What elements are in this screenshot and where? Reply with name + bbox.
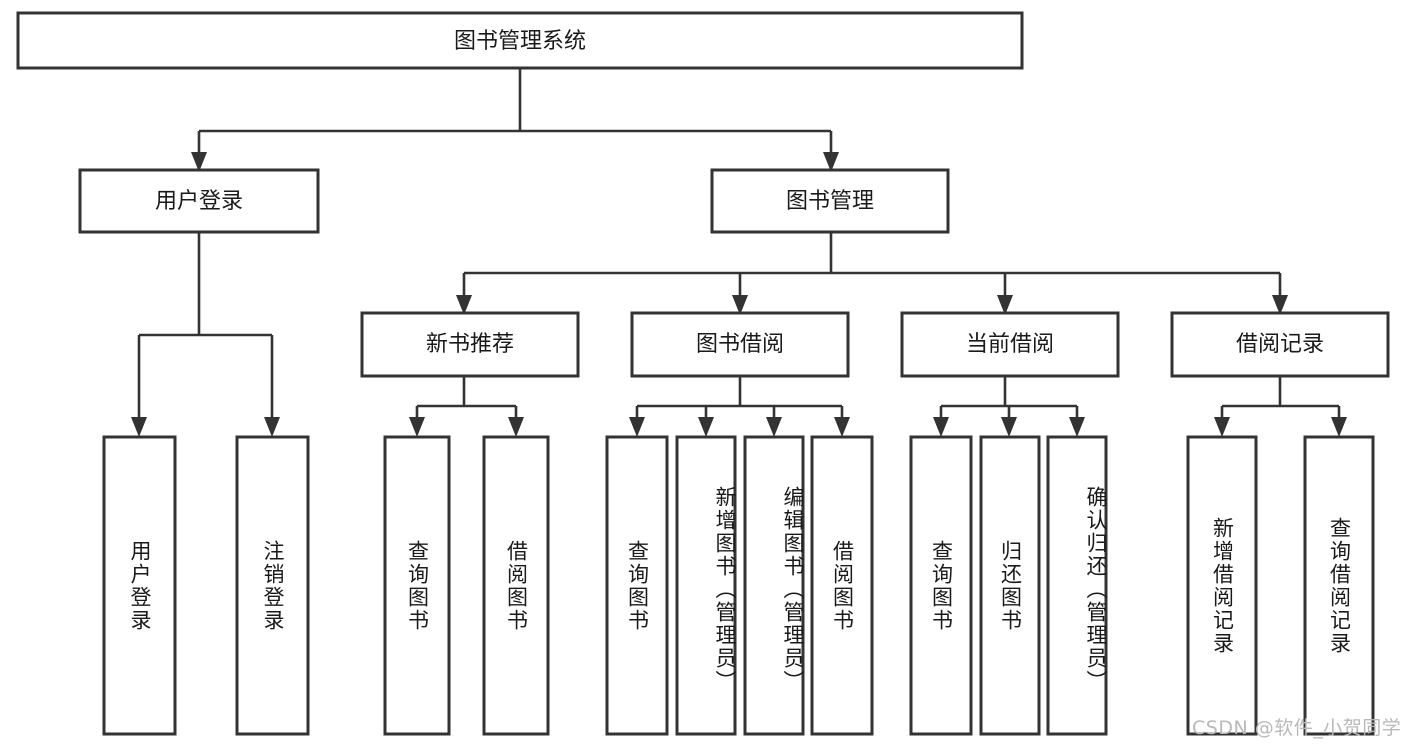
node-borrow-record-box[interactable] <box>1170 311 1390 378</box>
arrow-head-bookborrow-leaf-2 <box>698 417 714 437</box>
node-user-login-box[interactable] <box>78 168 320 234</box>
arrow-head-borrow-record <box>1272 295 1288 315</box>
arrow-head-bookborrow-leaf-3 <box>766 417 782 437</box>
leaf-box-new-book-2[interactable] <box>482 435 550 736</box>
connector-group-borrow-record <box>1214 376 1347 437</box>
leaf-box-book-borrow-3[interactable] <box>743 435 805 736</box>
node-book-borrow-box[interactable] <box>630 311 850 378</box>
arrow-head-newbook-leaf-1 <box>409 417 425 437</box>
node-book-manage-box[interactable] <box>710 168 950 234</box>
connector-group-current-borrow <box>933 376 1085 437</box>
connector-group-root <box>191 68 839 172</box>
arrow-head-user-login <box>191 152 207 172</box>
leaf-box-new-book-1[interactable] <box>383 435 451 736</box>
csdn-watermark: CSDN @软件_小贺同学 <box>1192 717 1402 739</box>
leaf-box-book-borrow-1[interactable] <box>605 435 669 736</box>
leaf-box-current-borrow-3[interactable] <box>1046 435 1108 736</box>
arrow-head-borrowrecord-leaf-2 <box>1331 417 1347 437</box>
node-book-borrow-label: 图书借阅 <box>696 332 784 357</box>
arrow-head-book-manage <box>823 152 839 172</box>
node-user-login-label: 用户登录 <box>155 189 243 214</box>
arrow-head-currentborrow-leaf-1 <box>933 417 949 437</box>
leaf-box-book-borrow-4[interactable] <box>810 435 874 736</box>
connector-group-book-manage <box>456 232 1288 315</box>
node-root-box[interactable] <box>16 11 1024 70</box>
arrow-head-book-borrow <box>732 295 748 315</box>
arrow-head-leaf-logout <box>264 417 280 437</box>
leaf-box-user-login-2[interactable] <box>235 435 310 736</box>
arrow-head-leaf-user-login <box>131 417 147 437</box>
arrow-head-currentborrow-leaf-3 <box>1069 417 1085 437</box>
node-book-manage-label: 图书管理 <box>786 189 874 214</box>
node-current-borrow-box[interactable] <box>900 311 1120 378</box>
leaf-box-book-borrow-2[interactable] <box>675 435 737 736</box>
leaf-box-borrow-record-1[interactable] <box>1186 435 1258 736</box>
arrow-head-currentborrow-leaf-2 <box>1001 417 1017 437</box>
connector-group-user-login <box>131 232 280 437</box>
node-new-book-recommend-box[interactable] <box>360 311 580 378</box>
arrow-head-borrowrecord-leaf-1 <box>1214 417 1230 437</box>
node-new-book-recommend-label: 新书推荐 <box>426 332 514 357</box>
leaf-box-user-login-1[interactable] <box>102 435 177 736</box>
node-current-borrow-label: 当前借阅 <box>966 332 1054 357</box>
leaf-box-borrow-record-2[interactable] <box>1303 435 1375 736</box>
connector-group-book-borrow <box>629 376 850 437</box>
arrow-head-bookborrow-leaf-1 <box>629 417 645 437</box>
arrow-head-newbook-leaf-2 <box>508 417 524 437</box>
arrow-head-current-borrow <box>997 295 1013 315</box>
leaf-box-current-borrow-1[interactable] <box>909 435 973 736</box>
arrow-head-bookborrow-leaf-4 <box>834 417 850 437</box>
leaf-box-current-borrow-2[interactable] <box>979 435 1041 736</box>
node-borrow-record-label: 借阅记录 <box>1236 332 1324 357</box>
connector-group-new-book-recommend <box>409 376 524 437</box>
node-root-label: 图书管理系统 <box>454 29 586 54</box>
arrow-head-new-book-recommend <box>456 295 472 315</box>
